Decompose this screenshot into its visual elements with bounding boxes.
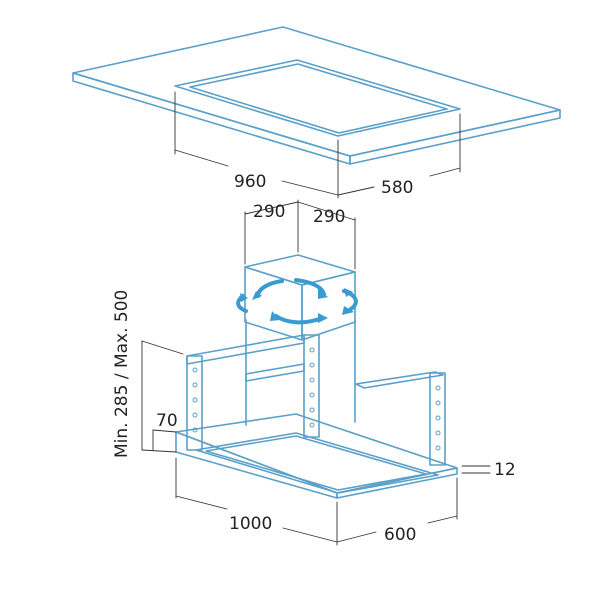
slot	[435, 415, 441, 421]
hood-width-line-b	[282, 527, 338, 543]
slot	[192, 412, 198, 418]
mount-dimensions: 290 290	[244, 199, 356, 270]
rotation-arrowhead-3	[240, 293, 248, 302]
ceiling-right-edge	[349, 109, 561, 165]
rotation-arrowhead-7	[318, 313, 328, 323]
slot	[192, 397, 198, 403]
post-slots	[192, 347, 441, 451]
hood-top-face	[175, 413, 458, 494]
ceiling-width-line-b	[281, 180, 339, 196]
ceiling-panel	[72, 26, 561, 165]
mount-width-label: 290	[253, 202, 285, 222]
rotation-arrows-icon	[236, 278, 358, 325]
ceiling-cutout-outer	[174, 59, 461, 137]
hood-dimensions: 1000 600 12	[175, 457, 516, 546]
slot	[309, 407, 315, 413]
slot	[435, 385, 441, 391]
slot	[309, 362, 315, 368]
slot	[309, 392, 315, 398]
rotation-arrow-top-left	[256, 279, 284, 298]
height-range-label: Min. 285 / Max. 500	[112, 290, 132, 458]
suspension-frame	[186, 319, 446, 466]
ceiling-depth-label: 580	[381, 178, 413, 198]
mount-depth-line	[297, 201, 356, 221]
hood-depth-line-a	[336, 531, 377, 543]
mount-front-face	[244, 266, 303, 341]
hood-height-ext-top	[152, 429, 177, 433]
hood-height-label: 70	[156, 411, 178, 431]
mount-depth-label: 290	[313, 207, 345, 227]
ceiling-depth-line-b	[429, 167, 461, 177]
slot	[435, 400, 441, 406]
mount-width-line	[244, 201, 299, 215]
rotation-arrowhead-4	[344, 288, 353, 297]
hood-width-label: 1000	[229, 514, 272, 534]
height-dimensions: Min. 285 / Max. 500 70	[112, 290, 184, 458]
slot	[435, 430, 441, 436]
rotation-arrowhead-5	[342, 306, 354, 315]
ceiling-front-edge	[72, 72, 351, 165]
rotation-arrowhead-1	[252, 291, 262, 300]
slot	[309, 422, 315, 428]
ceiling-width-line-a	[174, 149, 229, 167]
hood-filter-panel	[205, 435, 427, 491]
hood-width-line-a	[175, 495, 228, 510]
rotation-arrowhead-6	[270, 311, 280, 321]
hood-body	[175, 413, 458, 499]
mounting-block	[244, 254, 356, 341]
glass-thickness-label: 12	[494, 460, 516, 480]
rotation-arrow-bottom	[274, 314, 324, 325]
rotation-arrowhead-2	[318, 289, 328, 299]
ceiling-dimensions: 960 580	[174, 91, 461, 199]
back-rail	[245, 363, 305, 382]
slot	[309, 377, 315, 383]
hood-depth-line-b	[427, 515, 458, 524]
ceiling-cutout-inner	[189, 63, 448, 134]
slot	[192, 382, 198, 388]
right-front-post	[429, 372, 446, 466]
height-ext-bottom	[141, 449, 177, 453]
hood-inner-panel	[195, 432, 439, 494]
slot	[192, 367, 198, 373]
hood-depth-label: 600	[384, 525, 416, 545]
rotation-arrow-top-right	[294, 278, 326, 296]
slot	[435, 445, 441, 451]
right-top-rail	[355, 371, 444, 389]
ceiling-top-face	[72, 26, 561, 157]
ceiling-depth-line-a	[337, 186, 375, 196]
left-front-post	[186, 355, 203, 451]
ceiling-width-label: 960	[234, 172, 266, 192]
slot	[309, 347, 315, 353]
height-ext-top	[141, 340, 184, 355]
